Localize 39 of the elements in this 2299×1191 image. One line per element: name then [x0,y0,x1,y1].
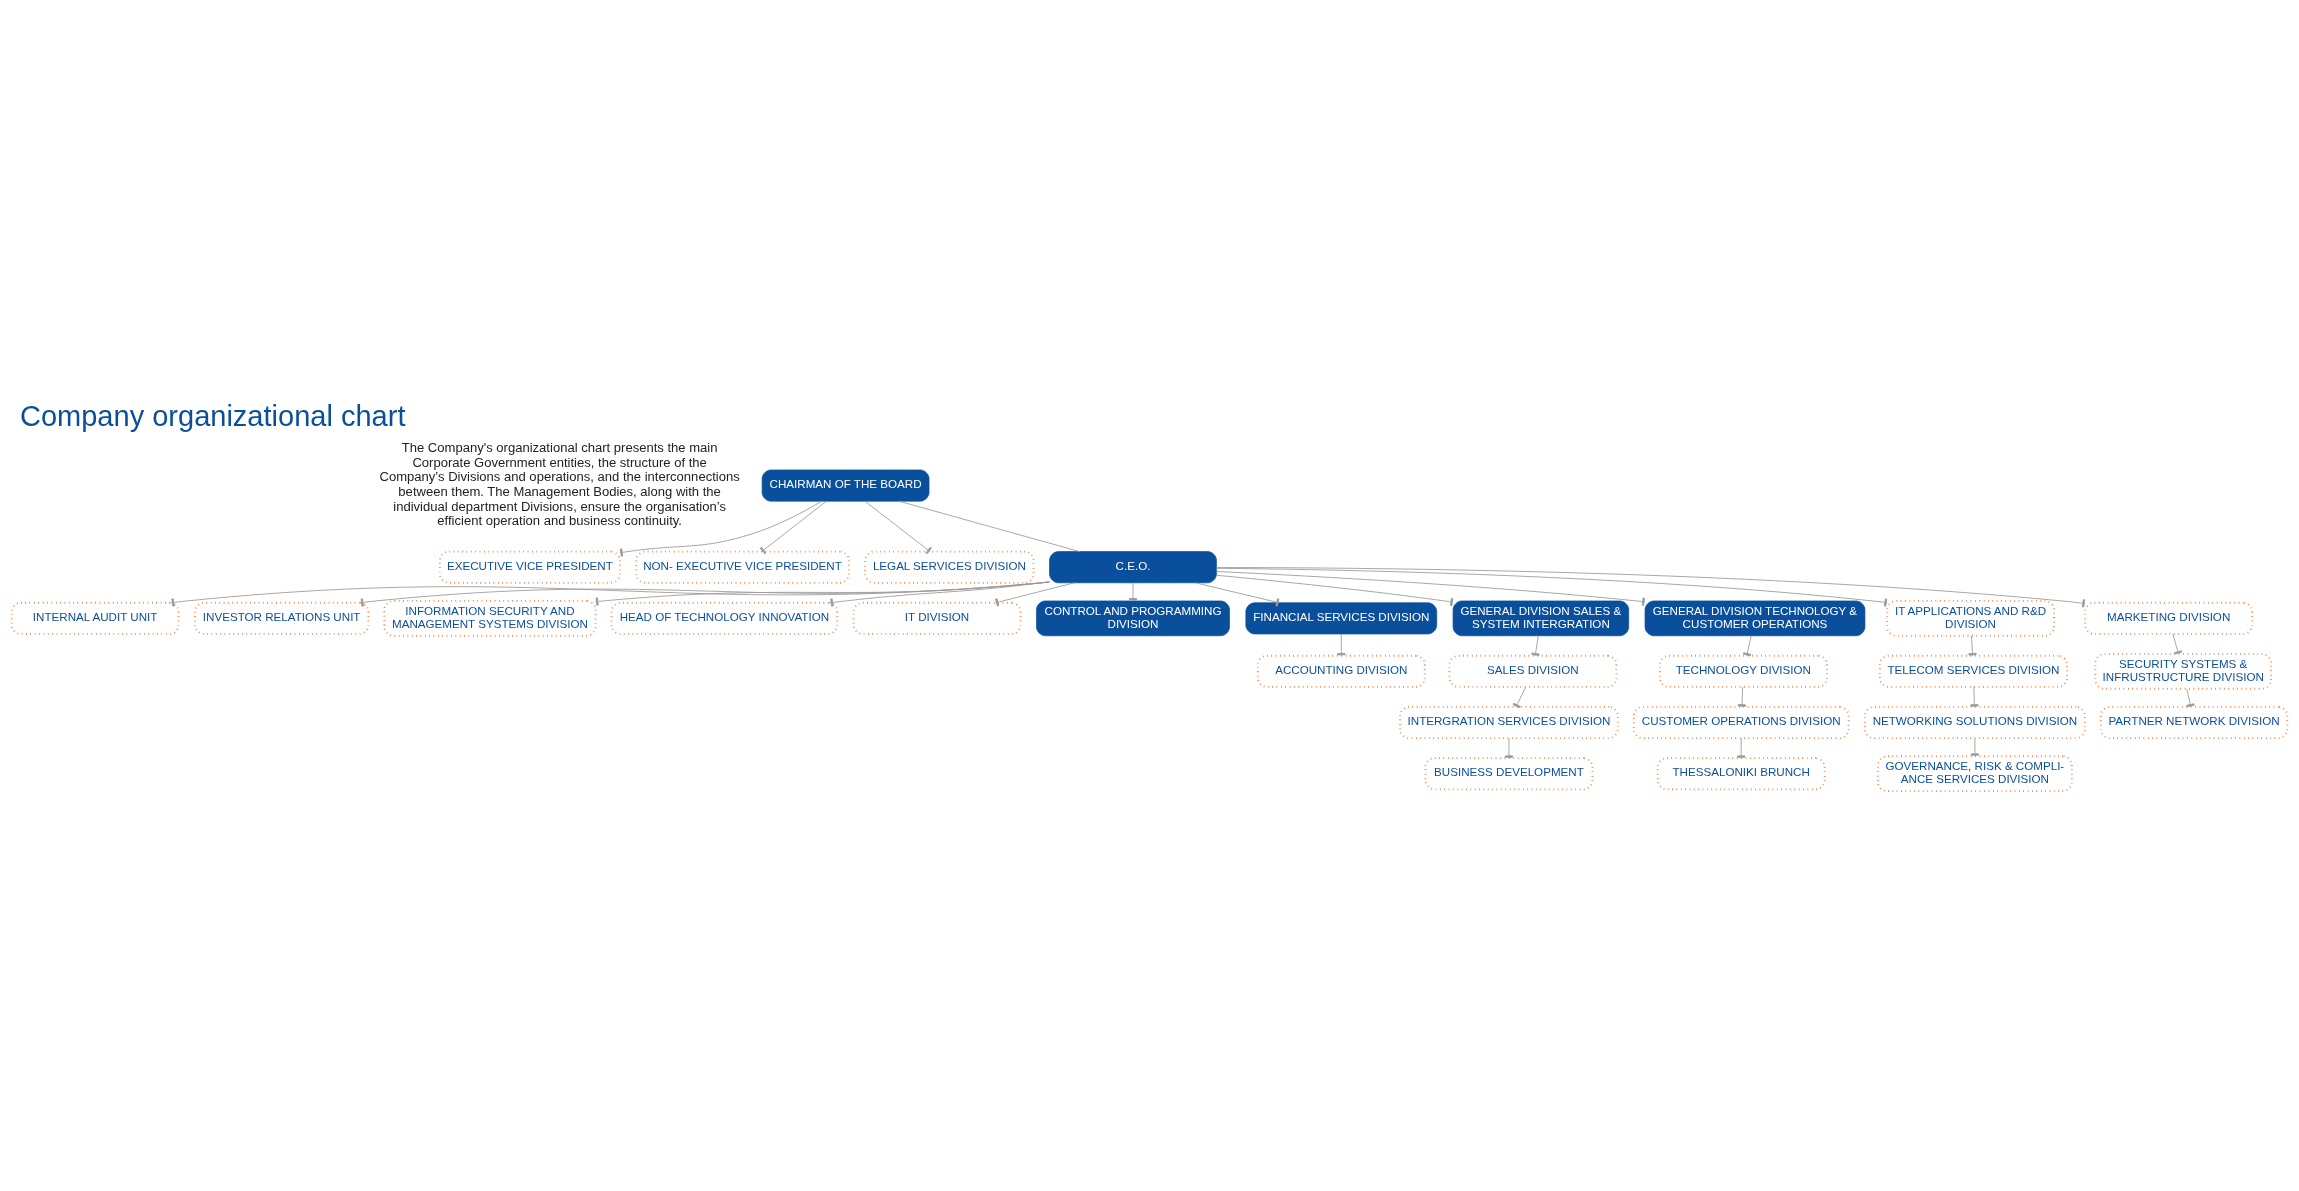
connector [995,582,1075,607]
connector [1216,567,2086,608]
connector [2186,688,2195,708]
connector [619,500,823,557]
connector [595,581,1050,606]
connector [360,581,1050,607]
connector [1195,582,1280,607]
label: The Company's organizational chart presents the main Corporate Government entities, the structure of the Company’s Divisions and operations, and the interconnections between them. The Management Bodies, along with the individual department Divisions, ensure the organisation’s efficient operation and business continuity. [379,440,740,529]
connector [1970,737,1979,757]
connector [1216,571,1646,606]
diagram-title: Company organizational chart [19,400,406,433]
node-box: PARTNER NETWORK DIVISION [2099,706,2289,740]
connector [864,500,932,555]
connector [1737,737,1746,759]
connector [1216,574,1454,607]
node-box: INTERGRATION SERVICES DIVISION [1399,706,1619,740]
connector [1742,635,1752,657]
connector [1531,635,1540,657]
node-box: MARKETING DIVISION [2084,601,2254,635]
connector [1970,686,1979,708]
connector [898,500,1081,552]
connector [830,581,1050,607]
connector [1504,737,1513,759]
node-box: INFORMATION SECURITY AND MANAGEMENT SYSTEMS DIVISION [383,600,597,637]
connector [1512,686,1527,709]
node-box: CHAIRMAN OF THE BOARD [761,469,930,502]
node-box: SECURITY SYSTEMS & INFRUSTRUCTURE DIVISION [2094,653,2272,690]
node-box: IT APPLICATIONS AND R&D DIVISION [1886,600,2055,637]
node-box: EXECUTIVE VICE PRESIDENT [438,550,621,584]
connector [2172,633,2183,655]
connector [1737,686,1746,708]
node-box: C.E.O. [1049,551,1217,584]
connector [1128,582,1138,602]
node-box: GENERAL DIVISION TECHNOLOGY & CUSTOMER OPERATIONS [1644,600,1866,637]
connector [1216,567,1888,607]
connector [759,500,827,555]
connector [171,581,1050,607]
connector [1968,635,1977,657]
node-box: GENERAL DIVISION SALES & SYSTEM INTERGRATION [1452,600,1630,637]
